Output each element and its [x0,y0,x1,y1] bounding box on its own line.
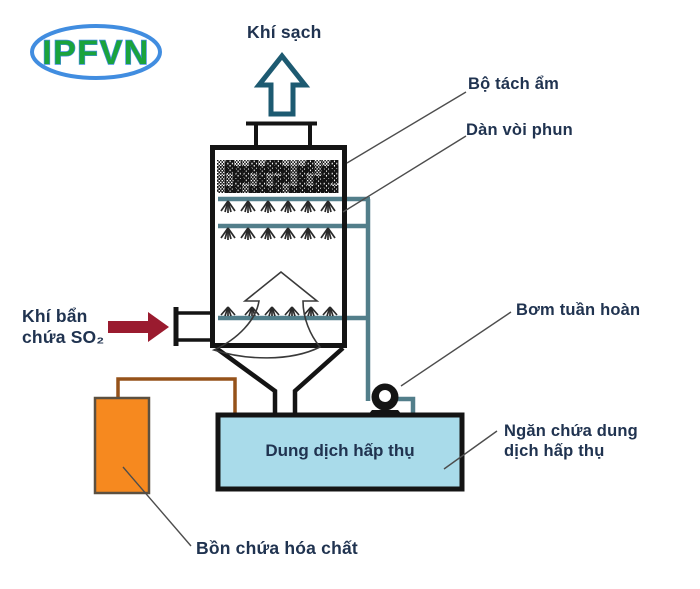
leader-spray-header [342,135,467,213]
leader-chemical-tank [122,466,192,547]
label-mist-eliminator: Bộ tách ẩm [468,75,559,93]
logo-text: IPFVN [42,34,150,72]
clean-gas-arrow-icon [253,51,311,117]
label-chemical-tank: Bồn chứa hóa chất [196,538,358,558]
label-dirty-gas-line1: Khí bẩn [22,306,88,326]
label-solution-compartment-line2: dịch hấp thụ [504,442,605,460]
leader-lines [122,91,512,547]
label-dirty-gas-line2: chứa SO₂ [22,327,105,347]
label-absorption-solution: Dung dịch hấp thụ [265,441,415,460]
label-clean-gas: Khí sạch [247,22,322,42]
logo-ellipse [30,24,162,80]
chemical-tank [93,396,151,495]
label-spray-header: Dàn vòi phun [466,121,573,139]
spray-nozzles [220,200,338,317]
pump-discharge-pipe [396,396,416,417]
label-solution-compartment: Ngăn chứa dung dịch hấp thụ [504,421,638,461]
dirty-gas-arrow-icon [108,312,169,342]
chemical-feed-pipe [116,377,237,414]
leader-solution-compartment [443,430,498,470]
tower-shell [210,145,347,348]
demister-packing: ▒▓▒▒▓▒▓▓▒▒▒▓▒▒▓▒▒▓▓▒▓▒▒▓▒▓▒▒▓▓▒▒▓▒▒▓▒▓▒▒… [217,160,338,193]
leader-mist-eliminator [346,91,467,164]
pump-eye [379,390,391,402]
tower-cone-left [214,346,278,416]
tower-cone-right [292,346,345,416]
pump-base [367,410,403,416]
solution-basin [215,412,465,492]
label-solution-compartment-line1: Ngăn chứa dung [504,422,638,440]
circulation-pump [367,383,403,416]
scrubber-tower [173,121,347,416]
gas-flow-curved-arrow [211,270,322,359]
leader-pump [400,311,512,387]
ipfvn-logo: IPFVN [18,18,174,93]
label-circulation-pump: Bơm tuần hoàn [516,301,641,319]
